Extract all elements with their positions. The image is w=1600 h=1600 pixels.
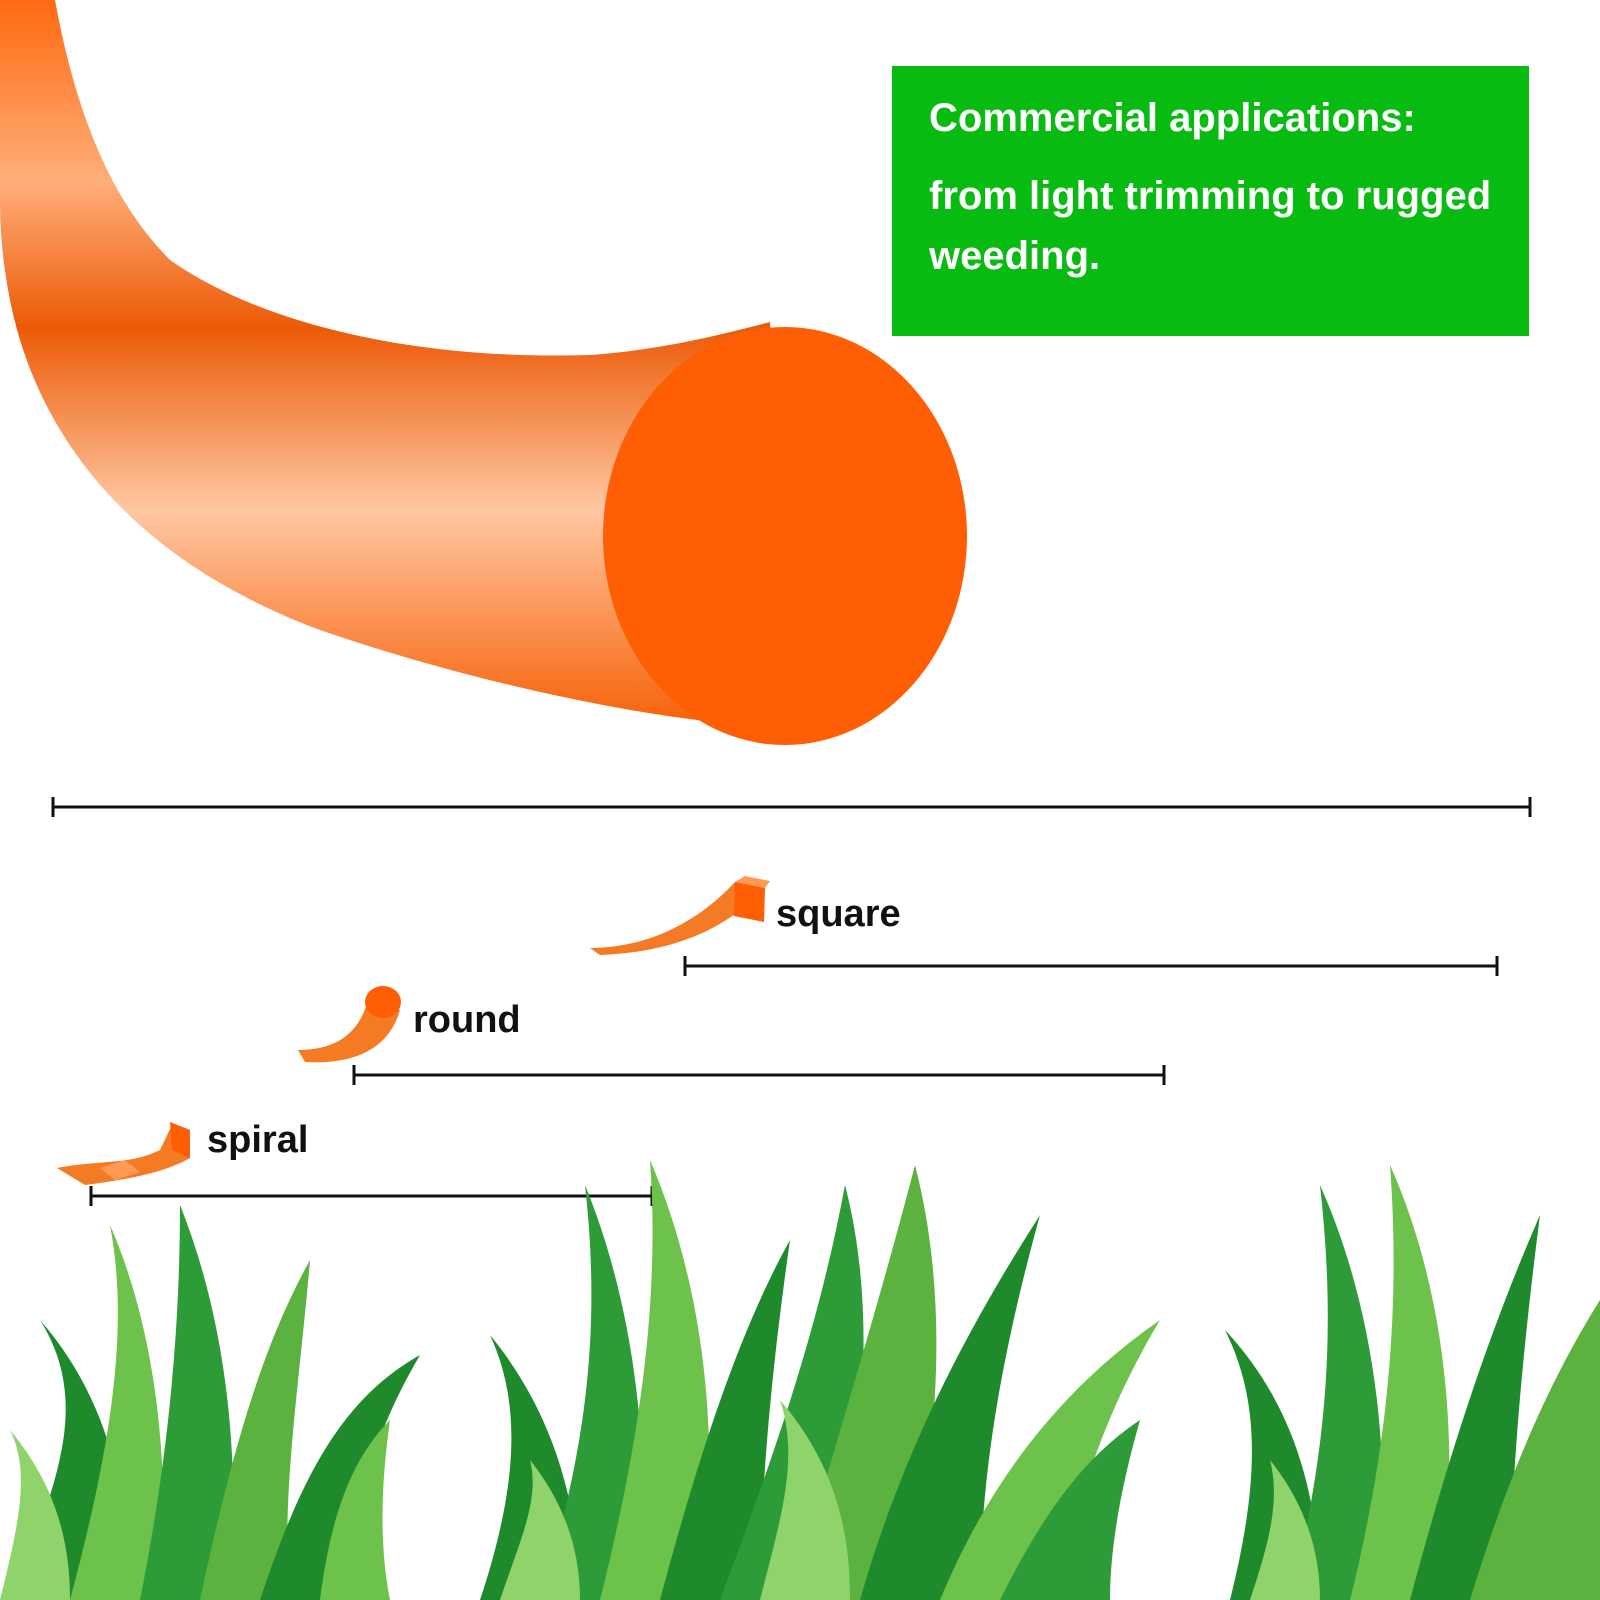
- square-line-icon: [590, 876, 770, 955]
- spiral-range-bar: [89, 1186, 654, 1206]
- trimmer-line-illustration: [0, 0, 967, 745]
- applications-callout: Commercial applications: from light trim…: [892, 66, 1529, 336]
- square-range-bar: [683, 956, 1499, 976]
- spiral-line-icon: [57, 1122, 190, 1185]
- callout-title: Commercial applications:: [929, 96, 1416, 140]
- round-line-icon: [298, 986, 401, 1063]
- round-range-bar: [352, 1065, 1166, 1085]
- grass-tuft-left: [0, 1205, 420, 1600]
- grass-tuft-middle: [480, 1160, 1160, 1600]
- reference-length-bar: [51, 797, 1532, 817]
- label-round: round: [413, 999, 521, 1041]
- label-square: square: [776, 893, 901, 935]
- trimmer-line-end: [603, 327, 967, 745]
- callout-body: from light trimming to rugged weeding.: [929, 174, 1492, 278]
- grass-tuft-right: [1225, 1165, 1600, 1600]
- label-spiral: spiral: [207, 1119, 309, 1161]
- grass-field: [0, 1160, 1600, 1600]
- trimmer-line-body: [0, 0, 800, 728]
